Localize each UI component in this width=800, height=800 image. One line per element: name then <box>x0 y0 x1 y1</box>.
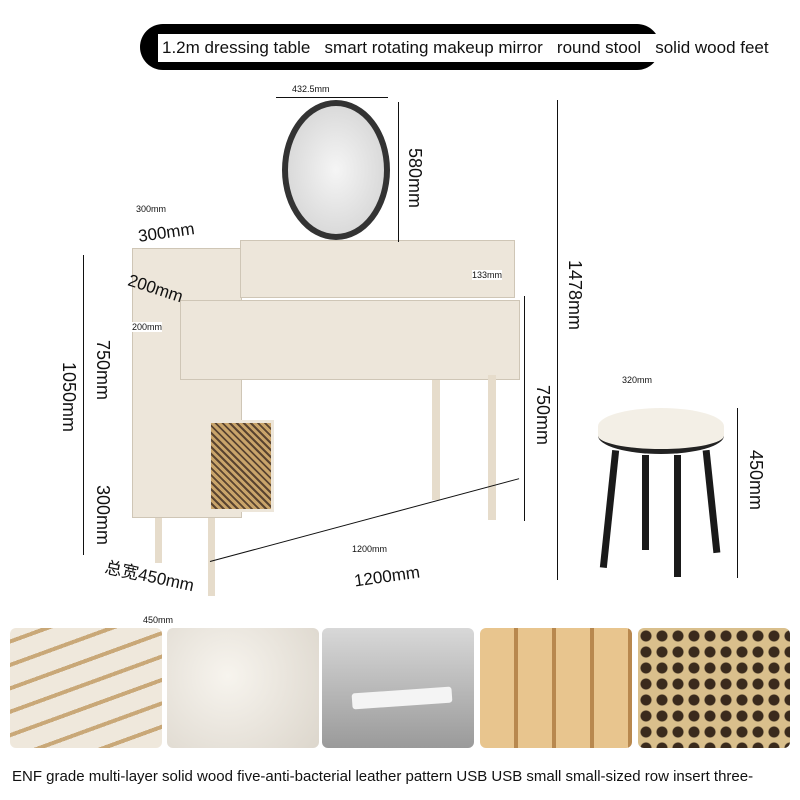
desk-width-large-label: 1200mm <box>352 562 422 591</box>
leg <box>432 380 440 500</box>
desk-width-small-label: 1200mm <box>352 544 388 554</box>
socket-strip <box>351 686 453 710</box>
stool-width-label: 320mm <box>622 375 653 385</box>
left-total-height-label: 1050mm <box>59 362 79 433</box>
top-shelf <box>240 240 515 298</box>
dimension-line <box>557 100 558 580</box>
feature-caption: ENF grade multi-layer solid wood five-an… <box>12 768 754 785</box>
mirror <box>282 100 390 240</box>
dimension-line <box>83 255 84 555</box>
desk-top <box>180 300 520 380</box>
thumb-usb-socket <box>322 628 474 748</box>
stool-cushion <box>598 408 724 454</box>
stool-leg <box>642 455 649 550</box>
cabinet-depth-small-label: 200mm <box>132 322 163 332</box>
thumb-multilayer-wood <box>10 628 162 748</box>
total-height-label: 1478mm <box>565 260 585 331</box>
dimension-line <box>737 408 738 578</box>
stool-leg <box>674 455 681 577</box>
leg <box>155 518 162 563</box>
rattan-door <box>208 420 274 512</box>
desk-height-label: 750mm <box>533 385 553 446</box>
leg <box>208 518 215 596</box>
total-depth-small-label: 450mm <box>143 615 174 625</box>
dimension-line <box>276 97 388 98</box>
thumb-storage-drawer <box>480 628 632 748</box>
leg <box>488 375 496 520</box>
cabinet-width-small-label: 300mm <box>136 204 167 214</box>
left-lower-height-label: 300mm <box>93 485 113 546</box>
stool-leg <box>702 449 721 554</box>
thumb-leather-pattern <box>167 628 319 748</box>
shelf-height-label: 133mm <box>472 270 503 280</box>
dimension-line <box>398 102 399 242</box>
title-text: 1.2m dressing table smart rotating makeu… <box>158 34 773 62</box>
mirror-width-label: 432.5mm <box>292 84 330 94</box>
total-depth-large-label: 总宽450mm <box>103 557 196 596</box>
cabinet-width-large-label: 300mm <box>136 219 196 246</box>
dimension-line <box>524 296 525 521</box>
thumb-rattan-weave <box>638 628 790 748</box>
stool-height-label: 450mm <box>746 450 766 511</box>
left-upper-height-label: 750mm <box>93 340 113 401</box>
stool-leg <box>599 449 620 569</box>
mirror-height-label: 580mm <box>405 148 425 209</box>
